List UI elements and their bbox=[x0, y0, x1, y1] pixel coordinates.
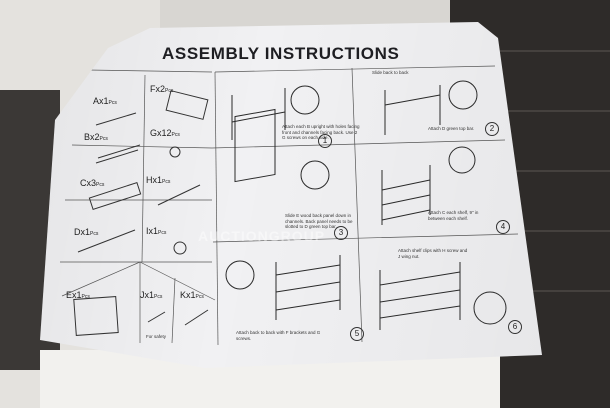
part-c-label: Cx3Pcs bbox=[80, 178, 104, 188]
part-letter: J bbox=[140, 290, 145, 300]
part-letter: A bbox=[93, 96, 100, 106]
part-e-label: Ex1Pcs bbox=[66, 290, 90, 300]
part-letter: C bbox=[80, 178, 87, 188]
step-5-caption: Attach back to back with F brackets and … bbox=[236, 330, 321, 341]
part-unit: Pcs bbox=[99, 136, 108, 142]
part-qty: x1 bbox=[99, 96, 109, 106]
step-2-caption: Attach D green top bar. bbox=[428, 126, 475, 131]
part-qty: x1 bbox=[144, 290, 155, 300]
auction-watermark: AUCTIONGROUP bbox=[198, 228, 326, 244]
step-3-number: 3 bbox=[334, 226, 348, 240]
step-1-caption: Attach each B upright with holes facing … bbox=[282, 124, 360, 140]
part-a-label: Ax1Pcs bbox=[93, 96, 117, 106]
step-6-caption: Attach shelf clips with H screw and J wi… bbox=[398, 248, 468, 259]
part-unit: Pcs bbox=[154, 294, 163, 300]
parts-drawings bbox=[73, 90, 209, 336]
part-letter: I bbox=[146, 226, 149, 236]
part-i-label: Ix1Pcs bbox=[146, 226, 166, 236]
part-letter: E bbox=[66, 290, 73, 300]
part-unit: Pcs bbox=[158, 230, 167, 236]
step-3-caption: Slide E wood back panel down in channels… bbox=[285, 213, 353, 229]
part-qty: x1 bbox=[148, 226, 159, 236]
part-letter: H bbox=[146, 175, 153, 185]
shelf-slat bbox=[500, 50, 610, 52]
part-unit: Pcs bbox=[96, 182, 105, 188]
step-2-number: 2 bbox=[485, 122, 499, 136]
shelf-slat bbox=[500, 110, 610, 112]
part-qty: x2 bbox=[90, 132, 100, 142]
part-unit: Pcs bbox=[90, 231, 99, 237]
part-letter: G bbox=[150, 128, 158, 138]
part-unit: Pcs bbox=[162, 179, 171, 185]
part-qty: x1 bbox=[72, 290, 82, 300]
step-4-caption: Attach C each shelf, 9" in between each … bbox=[428, 210, 479, 221]
part-d-label: Dx1Pcs bbox=[74, 227, 98, 237]
step-4-number: 4 bbox=[496, 220, 510, 234]
part-k-label: Kx1Pcs bbox=[180, 290, 204, 300]
step-6-number: 6 bbox=[508, 320, 522, 334]
shelf-slat bbox=[500, 230, 610, 232]
part-letter: F bbox=[150, 84, 156, 94]
step-drawings bbox=[225, 80, 507, 330]
step-2-header: Slide back to back bbox=[372, 70, 409, 75]
part-note: For safety bbox=[146, 334, 167, 339]
shelf-slat bbox=[500, 290, 610, 292]
part-letter: D bbox=[74, 227, 81, 237]
part-qty: x1 bbox=[152, 175, 163, 185]
part-g-label: Gx12Pcs bbox=[150, 128, 180, 138]
part-qty: x1 bbox=[80, 227, 91, 237]
step-1-number: 1 bbox=[318, 134, 332, 148]
part-f-label: Fx2Pcs bbox=[150, 84, 173, 94]
part-unit: Pcs bbox=[165, 88, 174, 94]
part-b-label: Bx2Pcs bbox=[84, 132, 108, 142]
part-unit: Pcs bbox=[108, 100, 117, 106]
part-qty: x3 bbox=[86, 178, 97, 188]
part-qty: x12 bbox=[157, 128, 172, 138]
part-unit: Pcs bbox=[195, 294, 204, 300]
part-qty: x1 bbox=[186, 290, 196, 300]
sheet-title: ASSEMBLY INSTRUCTIONS bbox=[162, 44, 400, 63]
part-unit: Pcs bbox=[81, 294, 90, 300]
part-qty: x2 bbox=[155, 84, 166, 94]
part-unit: Pcs bbox=[171, 132, 180, 138]
part-h-label: Hx1Pcs bbox=[146, 175, 170, 185]
part-j-label: Jx1Pcs bbox=[140, 290, 162, 300]
shelf-slat bbox=[500, 170, 610, 172]
part-letter: B bbox=[84, 132, 91, 142]
step-5-number: 5 bbox=[350, 327, 364, 341]
part-letter: K bbox=[180, 290, 187, 300]
